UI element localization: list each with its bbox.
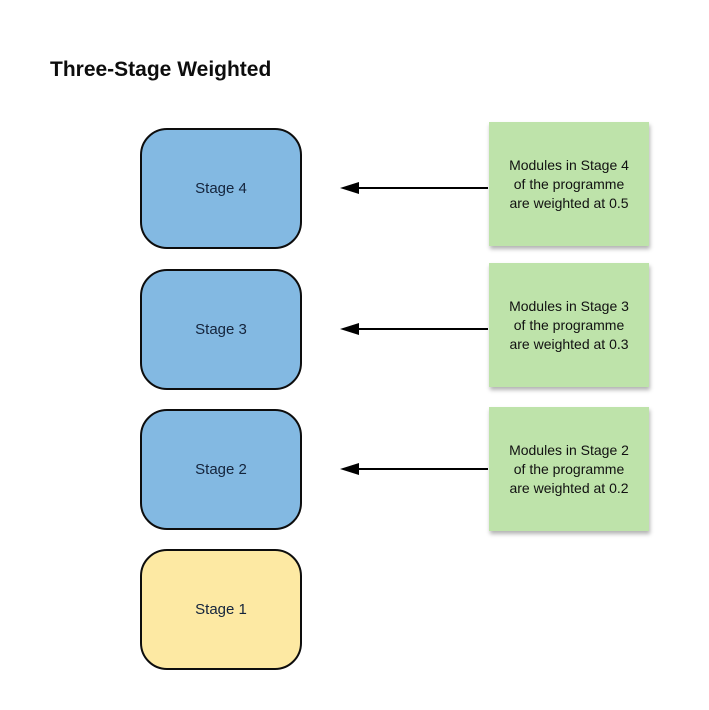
note-stage-2-line-3: are weighted at 0.2: [509, 479, 629, 496]
note-stage-3-line-1: Modules in Stage 3: [509, 297, 629, 314]
stage-box-4: Stage 4: [140, 128, 302, 249]
note-stage-3: Modules in Stage 3 of the programme are …: [489, 263, 649, 387]
note-stage-2-line-1: Modules in Stage 2: [509, 441, 629, 458]
stage-box-3-label: Stage 3: [195, 321, 247, 338]
note-stage-4-line-2: of the programme: [513, 175, 625, 192]
arrow-stage-3-head-icon: [340, 323, 359, 335]
stage-box-2: Stage 2: [140, 409, 302, 530]
stage-box-2-label: Stage 2: [195, 461, 247, 478]
arrow-stage-2-head-icon: [340, 463, 359, 475]
note-stage-3-line-2: of the programme: [513, 316, 625, 333]
diagram-title: Three-Stage Weighted: [50, 58, 272, 81]
note-stage-2: Modules in Stage 2 of the programme are …: [489, 407, 649, 531]
stage-box-1-label: Stage 1: [195, 601, 247, 618]
note-stage-2-line-2: of the programme: [513, 460, 625, 477]
note-stage-4: Modules in Stage 4 of the programme are …: [489, 122, 649, 246]
stage-box-4-label: Stage 4: [195, 180, 247, 197]
note-stage-4-line-1: Modules in Stage 4: [509, 156, 629, 173]
note-stage-4-line-3: are weighted at 0.5: [509, 194, 629, 211]
stage-box-3: Stage 3: [140, 269, 302, 390]
arrow-stage-4-line: [358, 187, 488, 189]
arrow-stage-2-line: [358, 468, 488, 470]
arrow-stage-4-head-icon: [340, 182, 359, 194]
note-stage-3-line-3: are weighted at 0.3: [509, 335, 629, 352]
stage-box-1: Stage 1: [140, 549, 302, 670]
arrow-stage-3-line: [358, 328, 488, 330]
